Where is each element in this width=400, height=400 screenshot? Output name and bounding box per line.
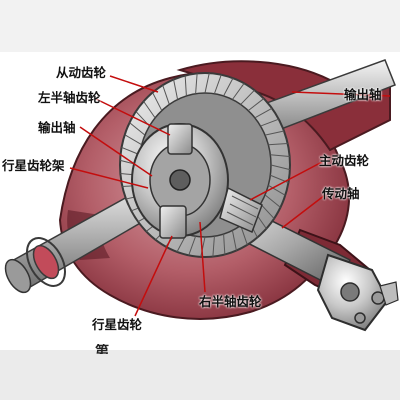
cropped-caption-text: 第	[95, 344, 115, 354]
right-half-shaft-gear-label: 右半轴齿轮	[199, 294, 262, 309]
gear-tooth	[195, 73, 198, 94]
gear-tooth	[212, 236, 215, 257]
planet-gear-carrier-label: 行星齿轮架	[2, 158, 65, 173]
bottom-background-band	[0, 350, 400, 400]
gear-tooth	[184, 75, 187, 96]
left-half-shaft-gear-label: 左半轴齿轮	[38, 90, 101, 105]
gear-tooth	[240, 225, 248, 245]
leader-lines	[69, 75, 391, 317]
gear-tooth	[152, 92, 163, 111]
gear-tooth	[270, 154, 290, 157]
gear-tooth	[162, 85, 170, 105]
cropped-caption: 第	[95, 344, 315, 354]
gear-tooth	[213, 74, 222, 94]
gear-tooth	[268, 184, 286, 196]
gear-tooth	[173, 79, 179, 100]
gear-tooth	[231, 230, 237, 251]
driven-gear-label: 从动齿轮	[56, 65, 107, 80]
output-shaft-right-label: 输出轴	[344, 87, 382, 102]
gear-tooth	[223, 234, 226, 255]
gear-tooth	[270, 164, 291, 171]
gear-tooth	[264, 130, 285, 136]
output-shaft-left-label: 输出轴	[38, 120, 76, 135]
gear-tooth	[254, 107, 273, 119]
gear-tooth	[124, 134, 142, 146]
gear-tooth	[268, 143, 288, 146]
gear-tooth	[260, 203, 275, 219]
gear-tooth	[223, 77, 234, 97]
gear-tooth	[143, 101, 156, 119]
gear-tooth	[247, 98, 265, 111]
gear-tooth	[240, 89, 255, 105]
drive-gear-label: 主动齿轮	[319, 153, 370, 168]
top-background-band	[0, 0, 400, 52]
gear-tooth	[204, 73, 210, 94]
gear-tooth	[232, 83, 245, 100]
drive-shaft-label: 传动轴	[322, 186, 360, 201]
planet-carrier	[131, 123, 229, 239]
gear-tooth	[200, 236, 206, 257]
gear-tooth	[264, 194, 281, 208]
planet-gear-label: 行星齿轮	[92, 317, 143, 332]
gear-tooth	[260, 118, 279, 127]
gear-tooth	[129, 122, 146, 136]
gear-tooth	[188, 236, 197, 256]
